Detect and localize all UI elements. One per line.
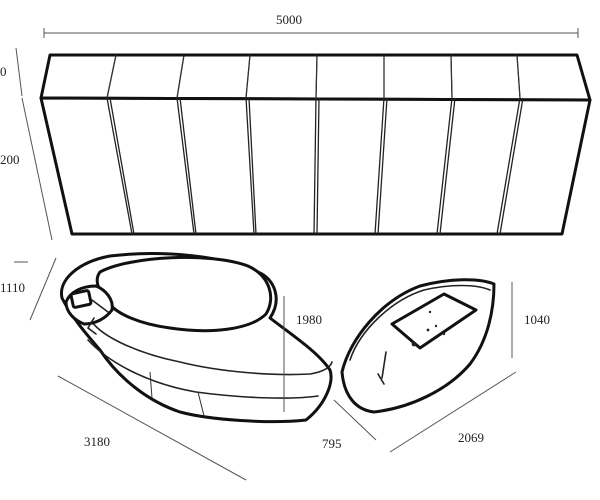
desk-lower-band bbox=[87, 339, 319, 399]
side-table bbox=[340, 278, 496, 414]
wall-dimension-lines bbox=[14, 28, 579, 263]
desk-side-seam bbox=[197, 391, 205, 417]
dim-gap: 795 bbox=[322, 436, 342, 451]
table-dimension-lines bbox=[389, 282, 517, 453]
wall-panels bbox=[39, 53, 592, 236]
dim-desk-length: 3180 bbox=[84, 434, 110, 449]
dim-wall-height: 200 bbox=[0, 152, 20, 167]
desk-dimension-lines bbox=[29, 257, 377, 481]
dim-wall-width: 5000 bbox=[276, 12, 302, 27]
dim-table-height: 1040 bbox=[524, 312, 550, 327]
table-inset-panel bbox=[390, 292, 478, 350]
desk-counter-band bbox=[91, 321, 333, 376]
dim-desk-left: 1110 bbox=[0, 280, 25, 295]
table-top-edge bbox=[349, 284, 491, 361]
dim-wall-top: 0 bbox=[0, 64, 7, 79]
dim-table-length: 2069 bbox=[458, 430, 484, 445]
dim-desk-height: 1980 bbox=[296, 312, 322, 327]
table-socket-icon bbox=[411, 341, 417, 347]
reception-desk bbox=[60, 252, 333, 424]
desk-monitor bbox=[69, 289, 93, 309]
wall-panel-seams bbox=[106, 54, 524, 235]
